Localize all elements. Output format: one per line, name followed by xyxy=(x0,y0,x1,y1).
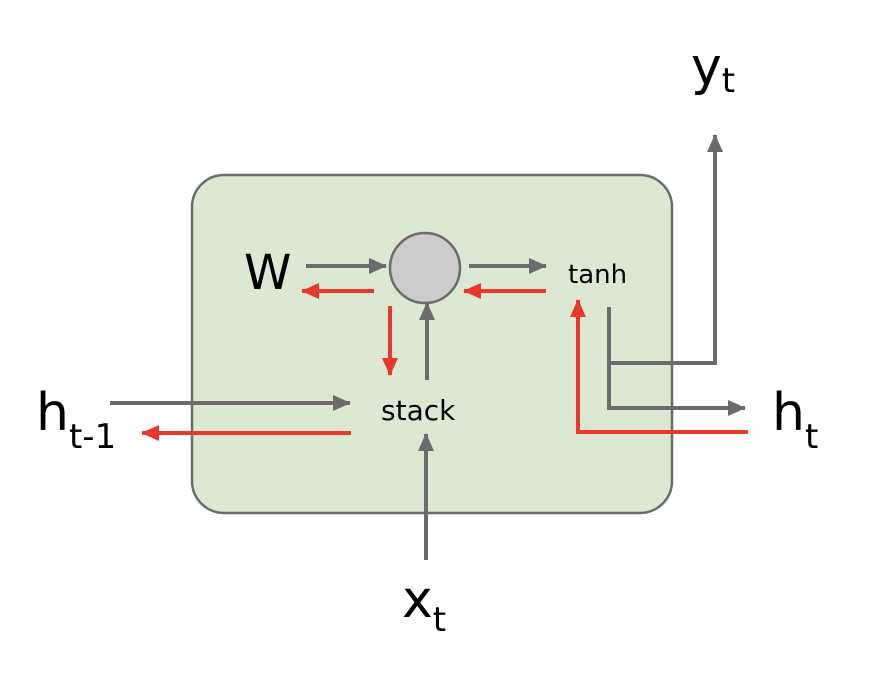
h-out-subscript: t xyxy=(805,417,818,457)
h-out-label: ht xyxy=(772,383,818,457)
h-out-main: h xyxy=(772,383,805,443)
edge-hout-to-tanh-grad xyxy=(570,299,748,434)
stack-label: stack xyxy=(381,394,456,427)
weight-label: W xyxy=(244,245,291,301)
edge-tanh-to-y xyxy=(609,134,723,365)
multiply-node xyxy=(388,231,462,305)
x-input-label: xt xyxy=(402,570,446,640)
y-main: y xyxy=(691,37,722,97)
x-subscript: t xyxy=(433,600,446,640)
h-prev-main: h xyxy=(36,383,69,443)
y-subscript: t xyxy=(722,61,735,101)
rnn-cell-box xyxy=(190,173,674,515)
h-prev-label: ht-1 xyxy=(36,383,116,457)
tanh-label: tanh xyxy=(568,260,627,290)
x-main: x xyxy=(402,570,433,630)
h-prev-subscript: t-1 xyxy=(69,417,116,457)
y-output-label: yt xyxy=(691,37,735,101)
edge-tanh-output-trunk xyxy=(607,307,746,416)
